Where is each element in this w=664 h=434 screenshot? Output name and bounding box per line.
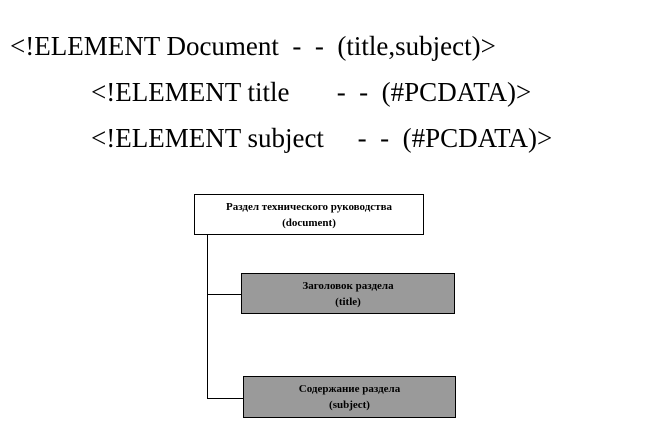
root-node-tag: (document) bbox=[282, 216, 336, 229]
subject-node-label: Содержание раздела bbox=[298, 383, 401, 395]
child-node-subject: Содержание раздела (subject) bbox=[243, 376, 456, 418]
title-branch-line bbox=[207, 294, 242, 295]
title-node-label: Заголовок раздела bbox=[302, 279, 394, 292]
root-node-document: Раздел технического руководства (documen… bbox=[194, 194, 424, 235]
tree-trunk-line bbox=[207, 235, 208, 399]
subject-branch-line bbox=[207, 398, 244, 399]
dtd-document-declaration: <!ELEMENT Document - - (title,subject)> bbox=[10, 31, 496, 61]
dtd-title-declaration: <!ELEMENT title - - (#PCDATA)> bbox=[91, 77, 532, 107]
child-node-title: Заголовок раздела (title) bbox=[241, 273, 455, 314]
dtd-subject-declaration: <!ELEMENT subject - - (#PCDATA)> bbox=[91, 123, 553, 153]
title-node-tag: (title) bbox=[335, 295, 361, 308]
subject-node-tag: (subject) bbox=[329, 399, 370, 411]
root-node-label: Раздел технического руководства bbox=[225, 200, 393, 213]
